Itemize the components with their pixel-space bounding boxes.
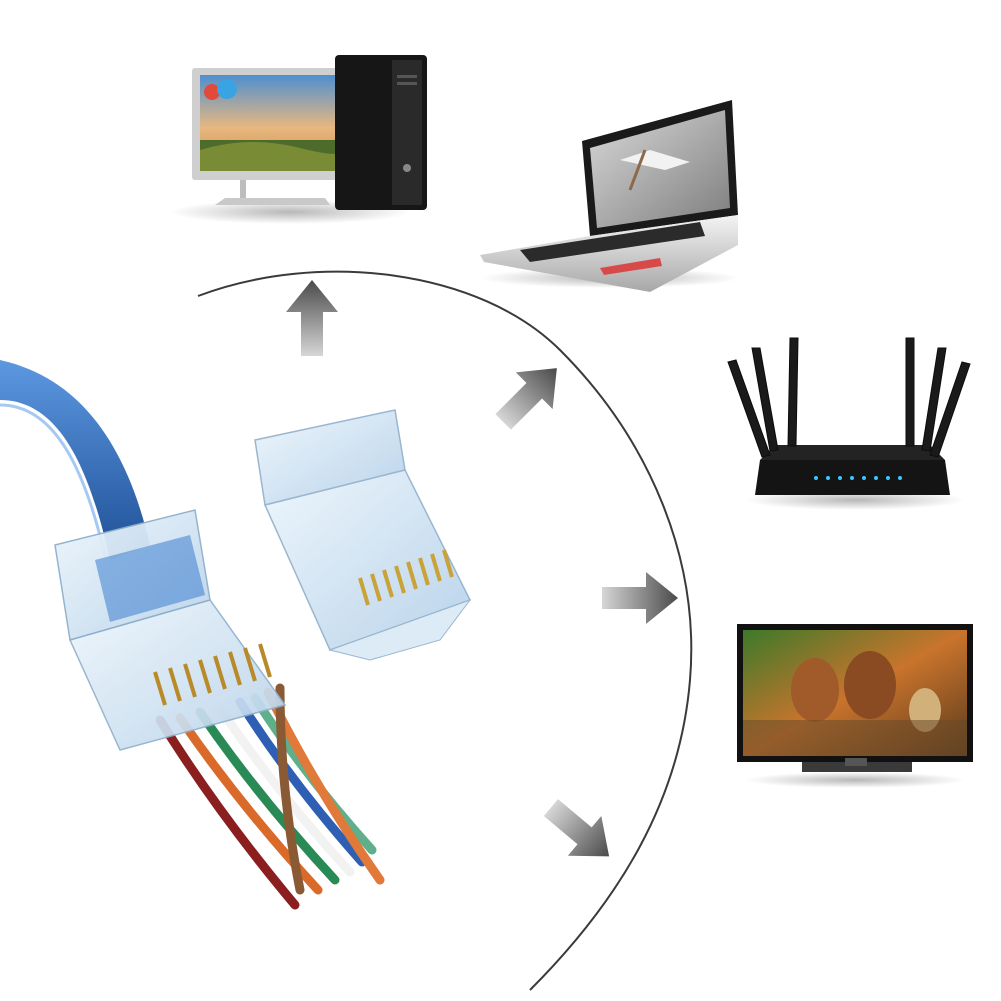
wifi-router-icon bbox=[727, 337, 971, 510]
rj45-connector-icon bbox=[54, 509, 287, 751]
wire bbox=[215, 703, 355, 877]
desktop-computer-icon bbox=[170, 55, 427, 224]
gold-contacts bbox=[153, 643, 272, 706]
arrow-icon bbox=[602, 572, 678, 624]
gold-contacts-empty bbox=[358, 549, 454, 606]
arrow-icon bbox=[286, 280, 338, 356]
twisted-pair-wires bbox=[155, 683, 385, 910]
router-led-row bbox=[814, 476, 902, 480]
wire bbox=[235, 697, 367, 867]
television-icon bbox=[737, 624, 973, 788]
connection-arc bbox=[197, 270, 693, 991]
wire bbox=[195, 707, 340, 885]
ethernet-cable bbox=[0, 360, 150, 560]
wire bbox=[155, 715, 300, 910]
arrow-icon bbox=[543, 799, 610, 857]
direction-arrows bbox=[286, 280, 678, 857]
arrow-icon bbox=[495, 368, 557, 430]
wire bbox=[275, 683, 305, 895]
rj45-connector-empty-icon bbox=[254, 409, 472, 661]
laptop-icon bbox=[480, 100, 740, 292]
